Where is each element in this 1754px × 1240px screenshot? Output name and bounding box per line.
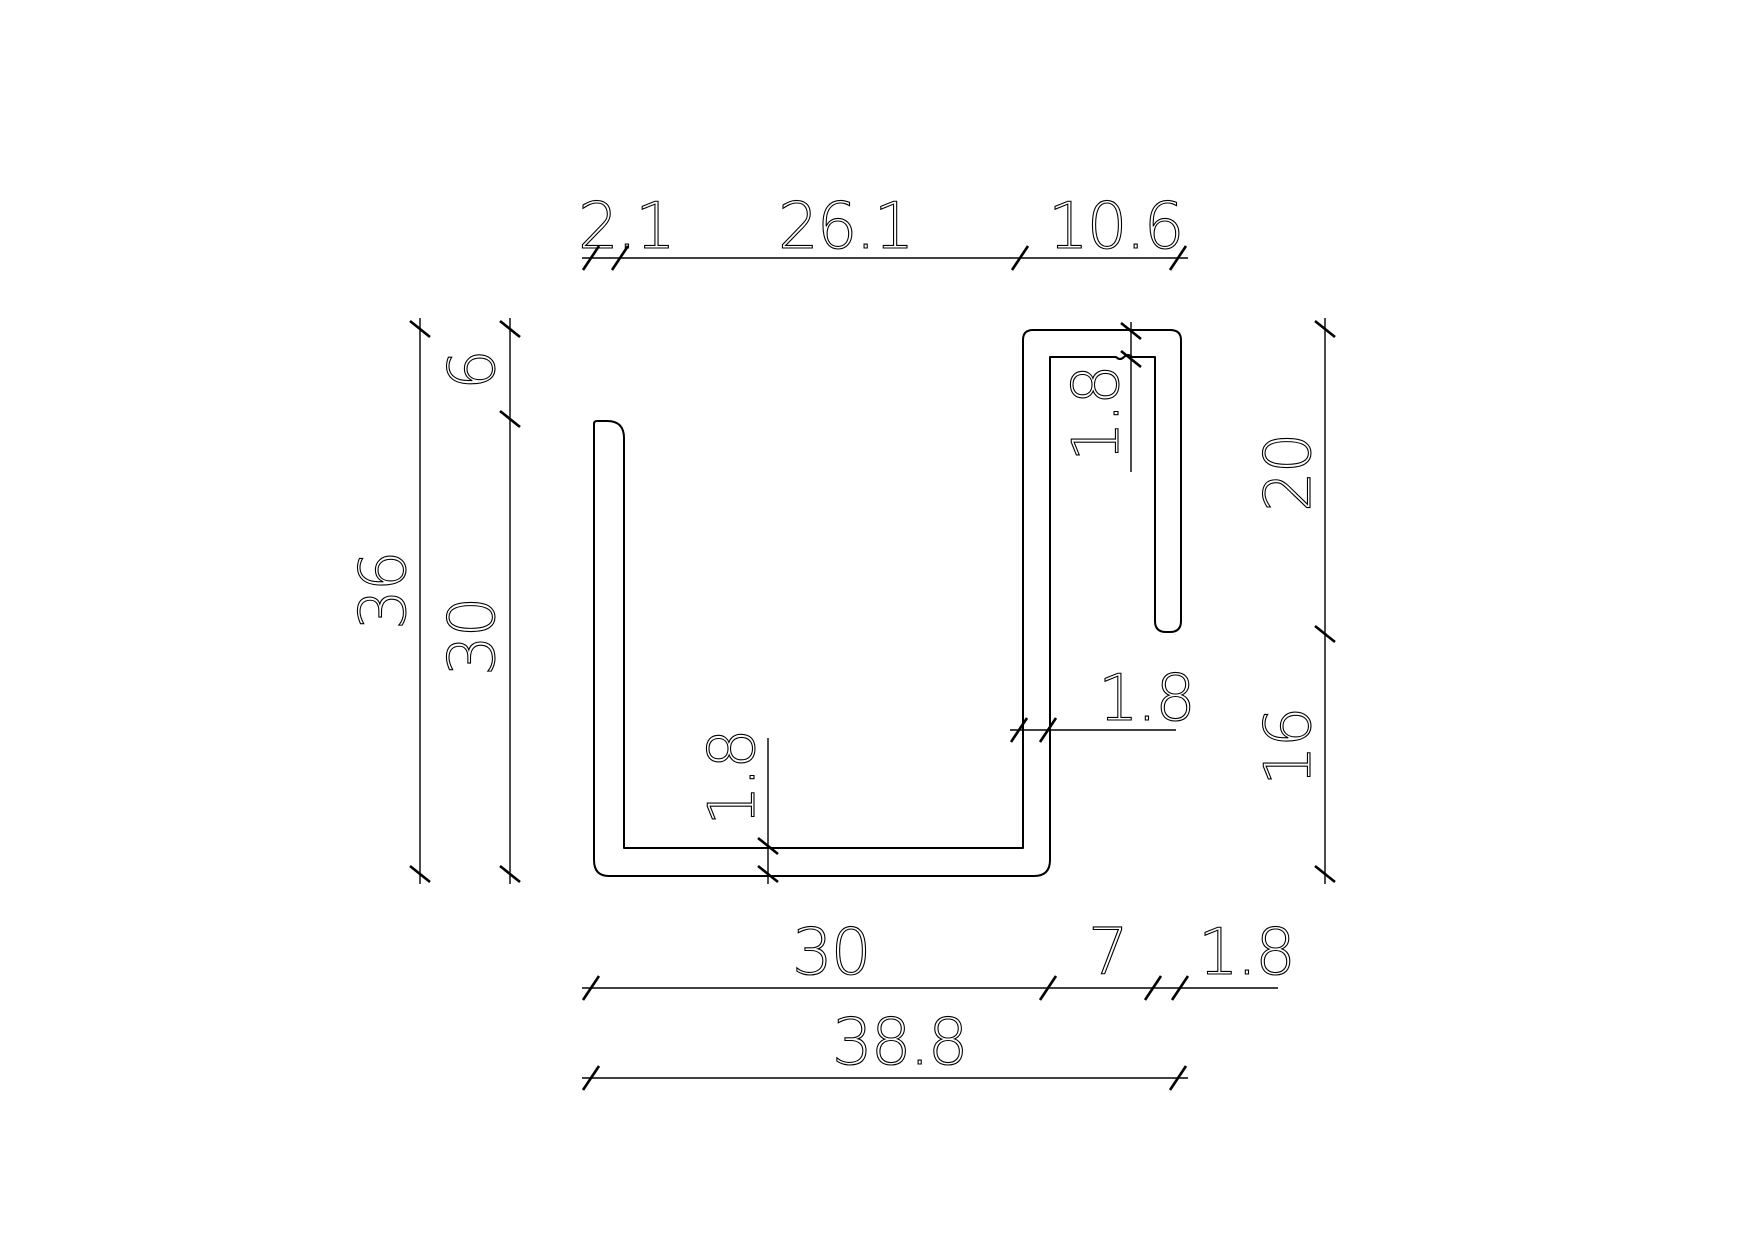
dimension-right: 20 16	[1251, 318, 1336, 884]
profile-body	[593, 329, 1182, 877]
dimension-label-1-8-lip: 1.8	[1060, 366, 1134, 462]
dimension-label-30-vertical: 30	[436, 599, 510, 676]
dimension-left-inner: 6 30	[435, 318, 521, 884]
dimension-label-16: 16	[1252, 709, 1326, 786]
dimension-label-30-horizontal: 30	[792, 916, 869, 990]
dimension-bottom-total: 38.8	[581, 1005, 1188, 1091]
dimension-top: 2.1 26.1 10.6	[577, 189, 1188, 271]
dimension-label-6: 6	[436, 351, 510, 390]
dimension-label-2-1: 2.1	[578, 190, 674, 264]
dimension-label-1-8-wall: 1.8	[1098, 662, 1194, 736]
dimension-left-outer: 36	[346, 318, 431, 884]
callout-lip-thickness: 1.8	[1059, 321, 1142, 472]
dimension-label-7: 7	[1088, 916, 1127, 990]
dimension-label-1-8-bottom: 1.8	[1198, 916, 1294, 990]
dimension-label-26-1: 26.1	[778, 190, 913, 264]
dimension-label-10-6: 10.6	[1048, 190, 1183, 264]
callout-base-thickness: 1.8	[695, 730, 779, 884]
dimension-label-20: 20	[1252, 435, 1326, 512]
callout-wall-thickness: 1.8	[1009, 661, 1196, 743]
dimension-label-1-8-base: 1.8	[696, 730, 770, 826]
dimension-label-36: 36	[347, 553, 421, 630]
dimension-bottom: 30 7 1.8	[581, 915, 1296, 1001]
dimension-label-38-8: 38.8	[832, 1006, 967, 1080]
